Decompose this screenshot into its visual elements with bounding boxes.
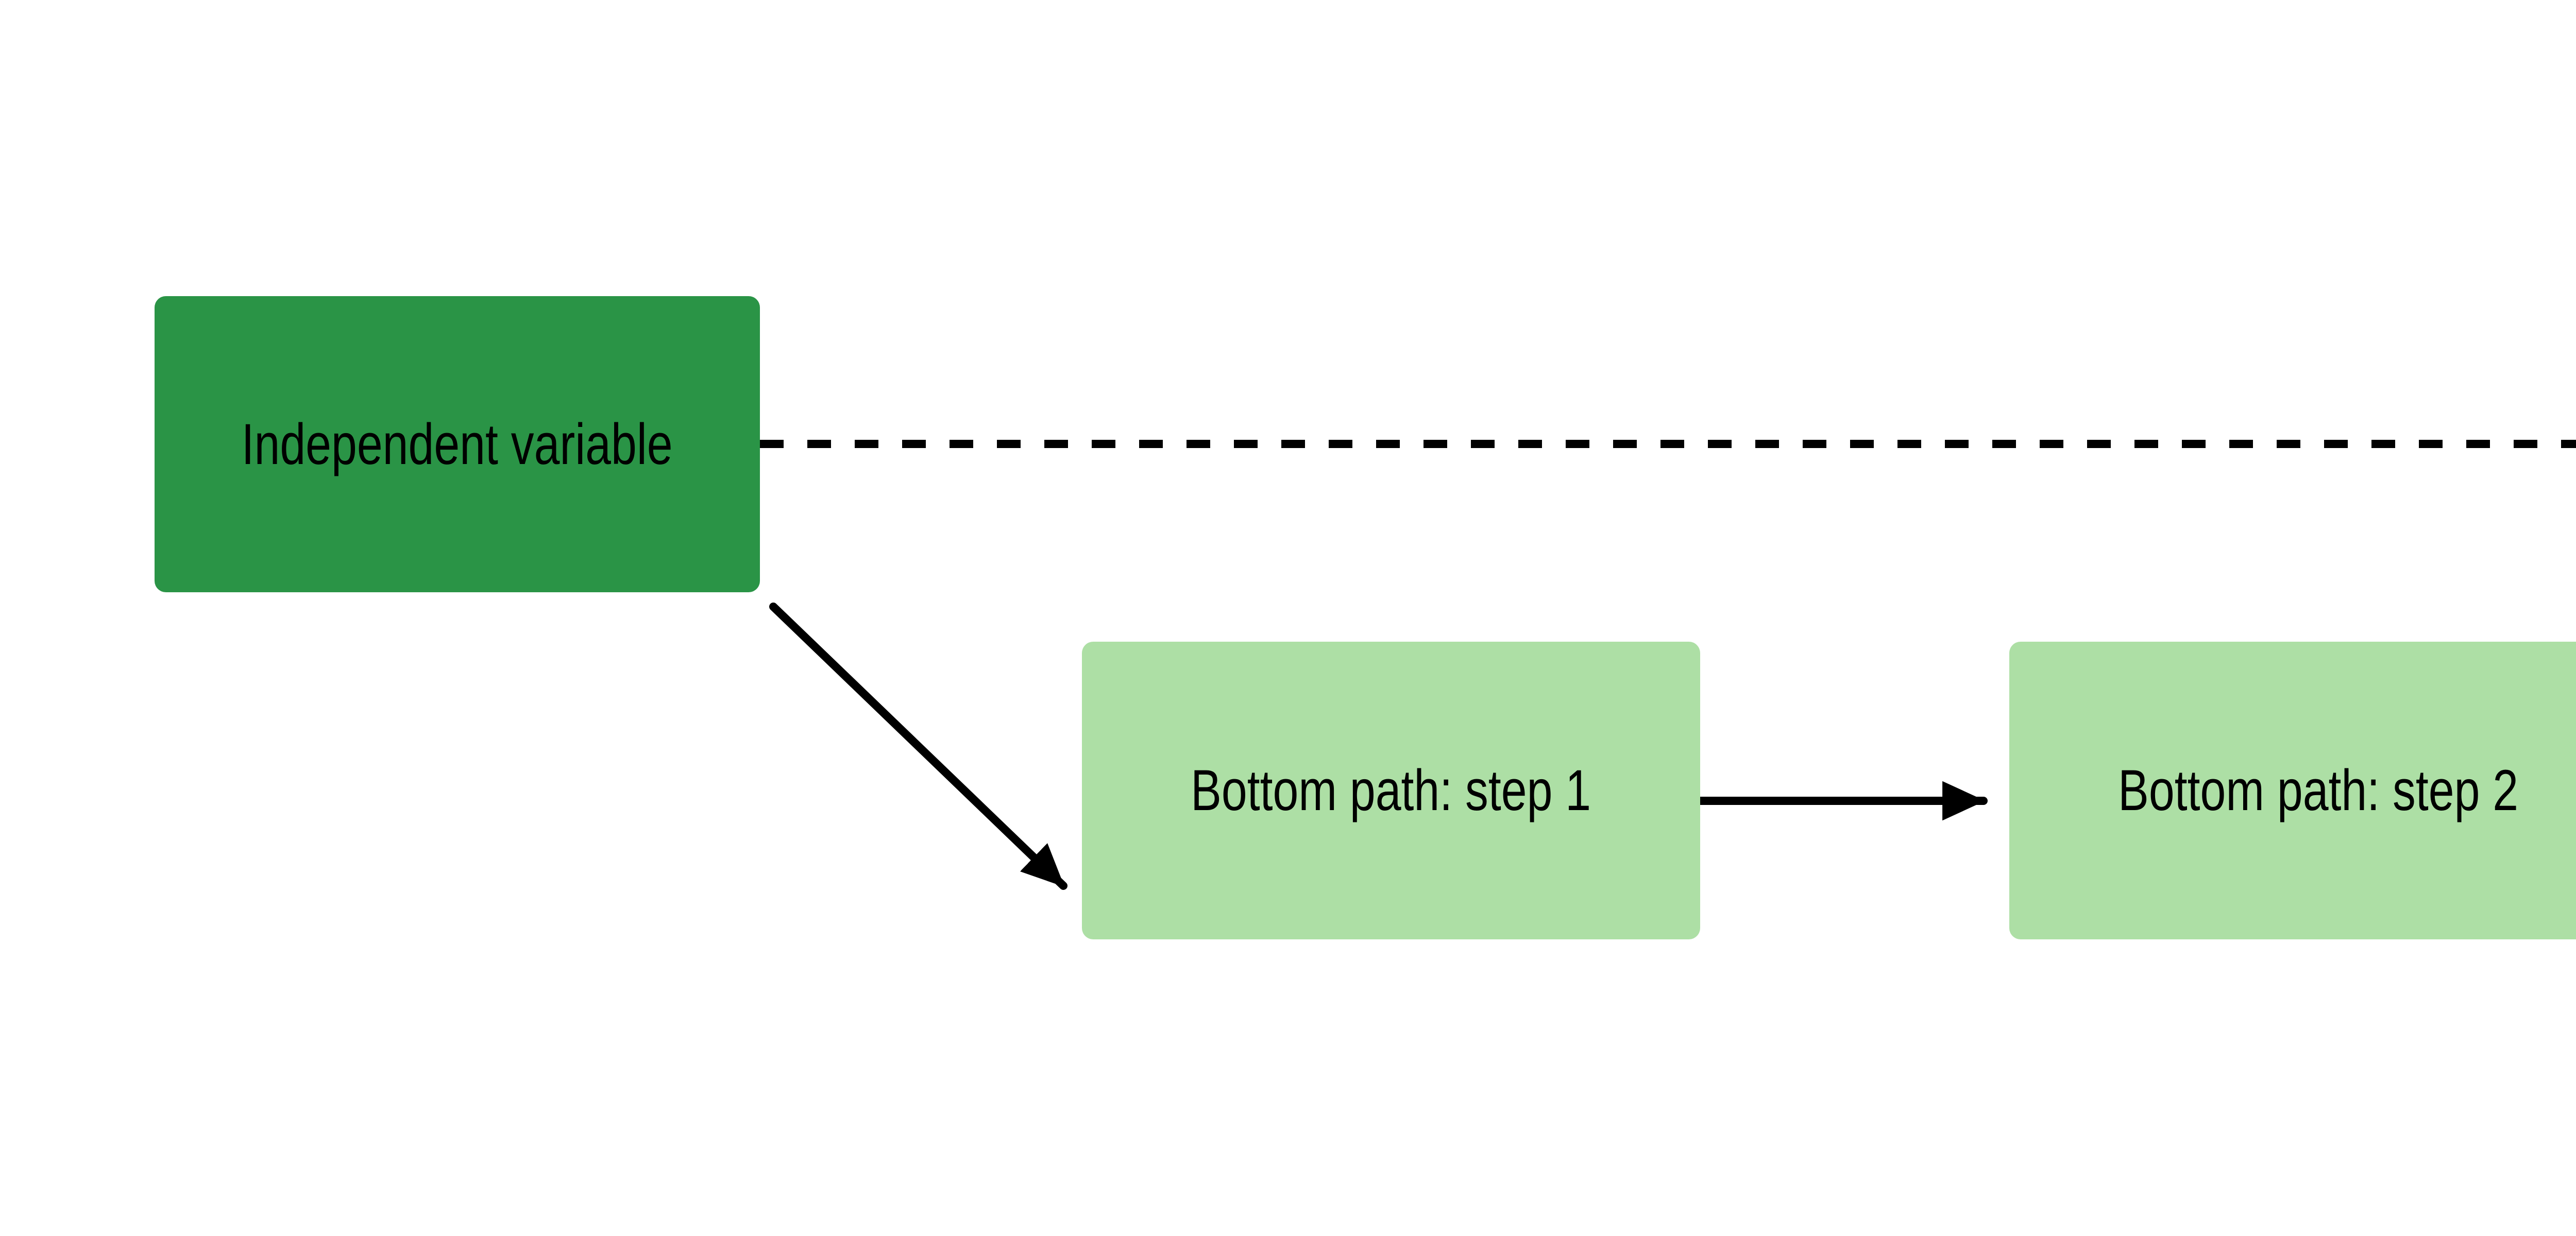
node-bottom-path-step-2[interactable]: Bottom path: step 2 [2009,642,2576,939]
node-bottom-path-step-1-label: Bottom path: step 1 [1191,758,1591,823]
node-bottom-path-step-2-label: Bottom path: step 2 [2118,758,2519,823]
edge-independent-to-step1[interactable] [769,603,1067,890]
node-independent-variable-label: Independent variable [242,411,673,476]
edge-independent-to-step1-line [769,603,1067,890]
node-bottom-path-step-1[interactable]: Bottom path: step 1 [1082,642,1700,939]
node-independent-variable[interactable]: Independent variable [155,296,760,592]
